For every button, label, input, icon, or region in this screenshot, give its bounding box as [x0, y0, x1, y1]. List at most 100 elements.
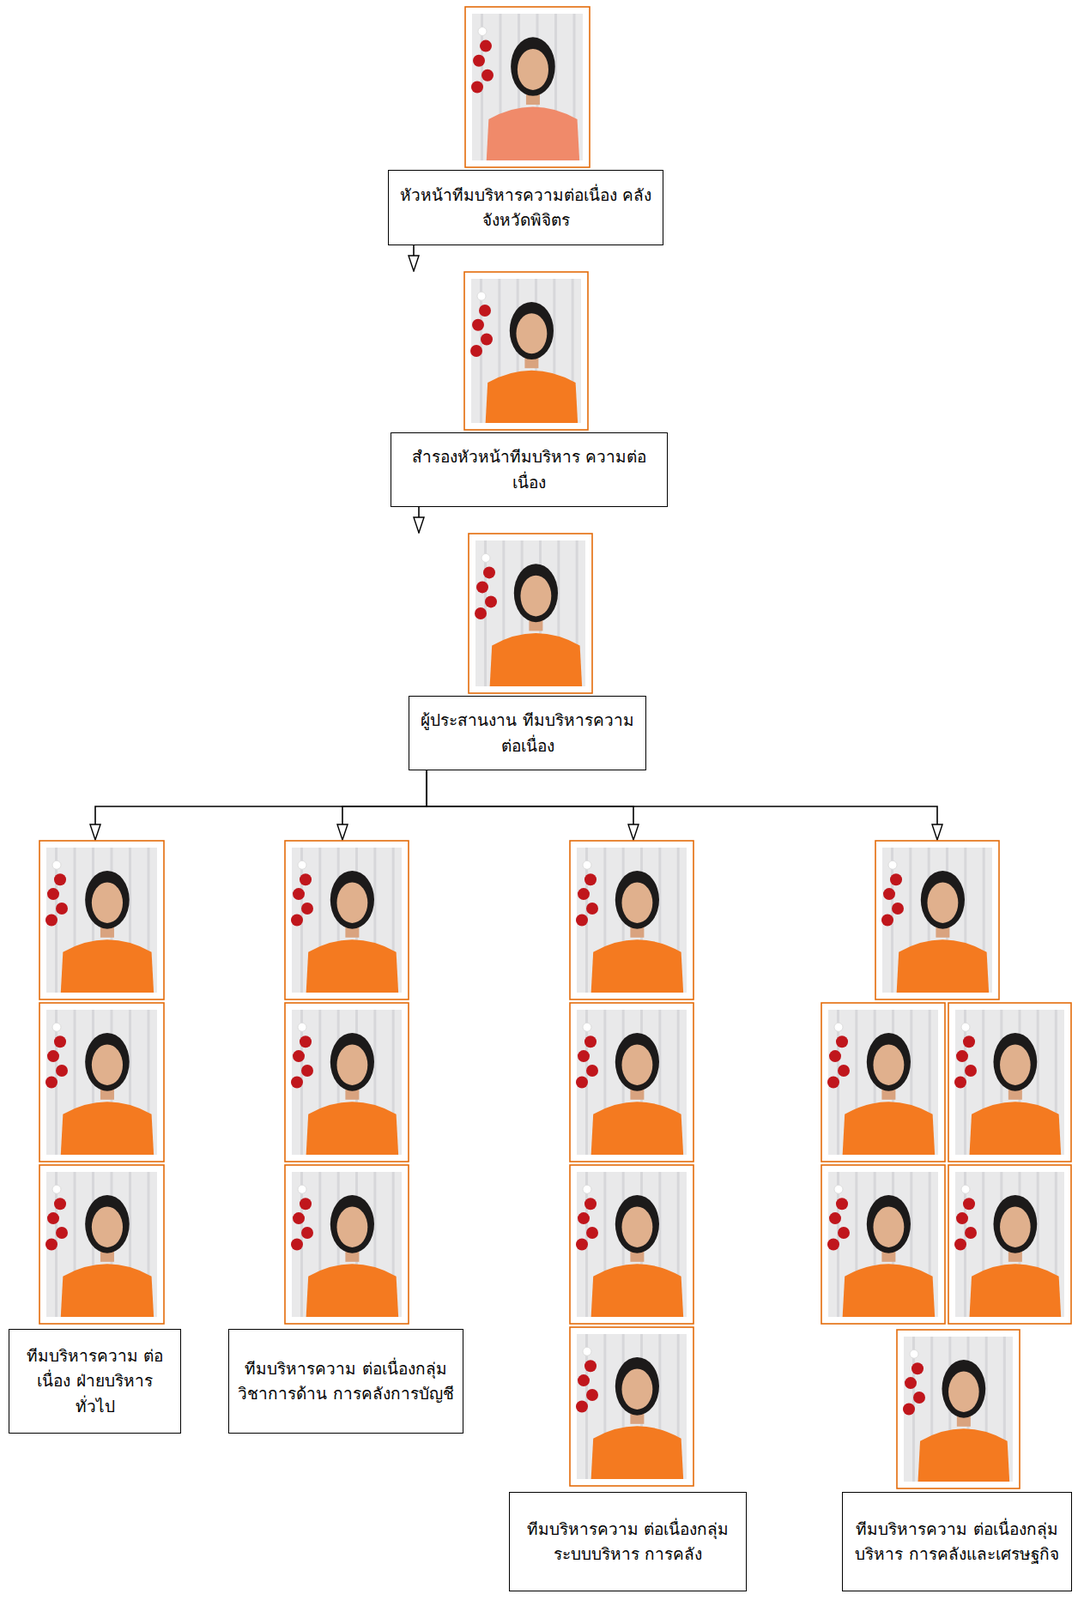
- flower: [584, 873, 597, 886]
- photo-background: [472, 13, 583, 161]
- flower: [837, 1065, 850, 1078]
- hierarchy-arrow: [95, 770, 427, 841]
- photo-frame: [39, 1165, 164, 1325]
- photo-frame: [569, 1003, 694, 1163]
- photo-frame: [39, 1003, 164, 1163]
- title-box: ทีมบริหารความ ต่อเนื่อง ฝ่ายบริหารทั่วไป: [8, 1329, 182, 1435]
- hair: [84, 1033, 130, 1092]
- flower: [584, 1360, 597, 1373]
- staff-photo: [569, 840, 695, 1001]
- flower: [829, 1212, 842, 1225]
- title-box: หัวหน้าทีมบริหารความต่อเนื่อง คลังจังหวั…: [387, 169, 664, 246]
- shirt: [485, 370, 579, 424]
- unit-title: ผู้ประสานงาน ทีมบริหารความต่อเนื่อง: [417, 708, 637, 759]
- shirt: [490, 633, 583, 687]
- hair: [615, 871, 660, 930]
- shirt: [60, 939, 154, 994]
- staff-photo: [820, 1164, 946, 1326]
- flower: [54, 873, 67, 886]
- photo-frame: [896, 1330, 1020, 1490]
- hair: [615, 1033, 660, 1092]
- staff-photo: [464, 6, 591, 169]
- shirt: [842, 1102, 936, 1156]
- org-unit: ทีมบริหารความ ต่อเนื่องกลุ่มวิชาการด้าน …: [228, 840, 464, 1435]
- hair: [514, 563, 558, 623]
- photo-frame: [569, 1327, 694, 1487]
- hierarchy-arrow: [426, 770, 634, 841]
- photo-frame: [875, 841, 1000, 1000]
- photo-frame: [284, 841, 409, 1000]
- flower: [577, 1212, 590, 1225]
- hair: [866, 1195, 911, 1254]
- flower: [584, 1198, 597, 1211]
- flower: [301, 1227, 314, 1240]
- flower: [477, 291, 486, 301]
- flower: [575, 1239, 588, 1252]
- hair: [510, 36, 556, 96]
- flower: [902, 1404, 915, 1417]
- hair: [615, 1357, 660, 1417]
- photo-frame: [465, 6, 590, 168]
- photo-background: [576, 1334, 687, 1480]
- shirt: [918, 1429, 1011, 1483]
- hair: [330, 871, 375, 930]
- face: [91, 1045, 123, 1086]
- staff-photo: [463, 271, 589, 431]
- flower: [52, 1023, 61, 1032]
- flower: [54, 1198, 67, 1211]
- flower: [575, 1077, 588, 1090]
- photo-background: [828, 1010, 939, 1156]
- photo-frame: [821, 1165, 945, 1325]
- face: [872, 1045, 904, 1086]
- staff-photo: [569, 1002, 695, 1163]
- photo-background: [475, 540, 586, 687]
- shirt: [969, 1102, 1062, 1156]
- shirt: [591, 1102, 685, 1156]
- hierarchy-arrow: [417, 507, 420, 533]
- flower: [909, 1350, 919, 1359]
- flower: [835, 1198, 848, 1211]
- photo-frame: [464, 272, 588, 430]
- staff-photo: [284, 1164, 410, 1326]
- face: [948, 1372, 980, 1413]
- unit-title: ทีมบริหารความ ต่อเนื่องกลุ่มระบบบริหาร ก…: [518, 1517, 738, 1569]
- face: [621, 1207, 653, 1248]
- staff-photo: [896, 1329, 1021, 1490]
- staff-photo: [569, 1164, 695, 1326]
- title-box: ทีมบริหารความ ต่อเนื่องกลุ่มบริหาร การคล…: [841, 1492, 1072, 1593]
- photo-background: [46, 1172, 158, 1318]
- flower: [292, 1050, 305, 1063]
- shirt: [591, 1264, 685, 1318]
- flower: [582, 1023, 592, 1032]
- face: [621, 1045, 653, 1086]
- photo-frame: [468, 533, 593, 694]
- flower: [913, 1392, 926, 1405]
- photo-background: [46, 1010, 158, 1156]
- flower: [582, 1185, 592, 1194]
- staff-photo: [38, 840, 165, 1001]
- hair: [941, 1360, 986, 1419]
- flower: [479, 40, 492, 53]
- flower: [586, 1389, 599, 1402]
- photo-frame: [284, 1003, 409, 1163]
- flower: [961, 1023, 970, 1032]
- unit-title: ทีมบริหารความ ต่อเนื่องกลุ่มบริหาร การคล…: [851, 1517, 1063, 1569]
- flower: [577, 1050, 590, 1063]
- unit-title: ทีมบริหารความ ต่อเนื่อง ฝ่ายบริหารทั่วไป: [18, 1344, 172, 1420]
- face: [926, 883, 958, 924]
- flower: [55, 902, 68, 915]
- flower: [575, 1401, 588, 1414]
- flower: [954, 1239, 967, 1252]
- org-unit: ทีมบริหารความ ต่อเนื่องกลุ่มบริหาร การคล…: [820, 840, 1072, 1593]
- flower: [483, 566, 496, 579]
- hair: [920, 871, 965, 930]
- flower: [292, 888, 305, 901]
- flower: [54, 1035, 67, 1048]
- photo-frame: [39, 841, 164, 1000]
- org-unit: ทีมบริหารความ ต่อเนื่อง ฝ่ายบริหารทั่วไป: [8, 840, 182, 1435]
- flower: [575, 914, 588, 927]
- face: [999, 1045, 1031, 1086]
- shirt: [969, 1264, 1062, 1318]
- shirt: [306, 1102, 400, 1156]
- photo-background: [471, 278, 582, 424]
